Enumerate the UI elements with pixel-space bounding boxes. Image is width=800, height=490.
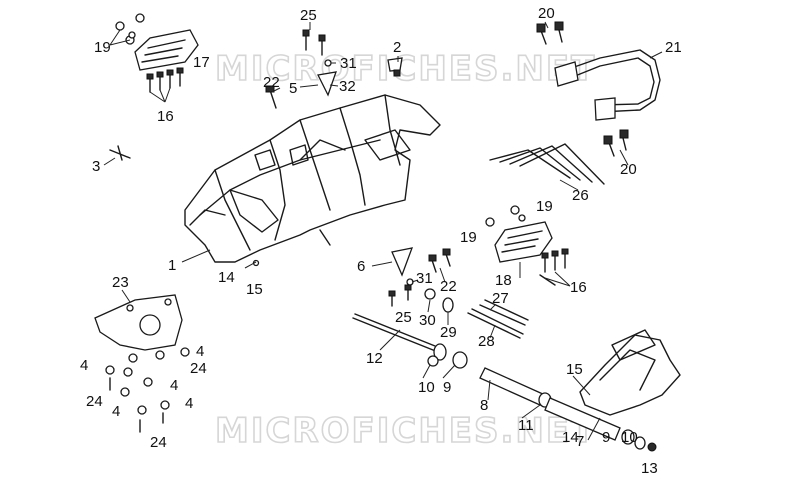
bracket-32: [317, 71, 337, 97]
callout-24c: 24: [150, 434, 167, 451]
callout-12: 12: [366, 350, 383, 367]
callout-30: 30: [419, 312, 436, 329]
footrest-plate-left: [115, 13, 199, 93]
callout-22a: 22: [263, 74, 280, 91]
footrest-plate-right: [485, 205, 569, 286]
callout-22b: 22: [440, 278, 457, 295]
callout-4b: 4: [196, 343, 204, 360]
leader-lines: [103, 21, 663, 441]
bushing-10-left: [427, 355, 439, 367]
pin-3: [109, 145, 131, 161]
callout-19b: 19: [460, 229, 477, 246]
callout-19a: 19: [94, 39, 111, 56]
center-small-parts: [388, 247, 529, 339]
swing-arm-7: [579, 334, 681, 416]
callout-23: 23: [112, 274, 129, 291]
bushing-9-right: [621, 429, 635, 445]
bushing-9-left: [452, 351, 468, 369]
callout-16b: 16: [570, 279, 587, 296]
top-small-parts: [109, 29, 403, 161]
axle-12: [352, 313, 446, 355]
callout-20b: 20: [620, 161, 637, 178]
bushing-10-right: [634, 436, 646, 450]
callout-11: 11: [518, 417, 534, 434]
callout-21: 21: [665, 39, 682, 56]
bracket-6: [391, 247, 414, 277]
callout-4a: 4: [80, 357, 88, 374]
callout-31b: 31: [416, 270, 433, 287]
callout-7: 7: [576, 433, 584, 450]
callout-2: 2: [393, 39, 401, 56]
callout-20a: 20: [538, 5, 555, 22]
callout-6: 6: [357, 258, 365, 275]
callout-24a: 24: [190, 360, 207, 377]
watermark-top: MICROFICHES.NET: [215, 49, 596, 89]
callout-16a: 16: [157, 108, 174, 125]
callout-25a: 25: [300, 7, 317, 24]
callout-18: 18: [495, 272, 512, 289]
callout-15a: 15: [246, 281, 263, 298]
fasteners-4-24: [105, 347, 190, 433]
cover-23: [94, 294, 190, 433]
callout-26: 26: [572, 187, 589, 204]
clip-2: [387, 57, 403, 72]
main-frame: [184, 94, 441, 263]
callout-10b: 10: [621, 429, 638, 446]
watermark-bottom: MICROFICHES.NET: [215, 411, 596, 451]
callout-19c: 19: [536, 198, 553, 215]
swing-arm-assembly: [252, 259, 681, 452]
callout-17: 17: [193, 54, 210, 71]
callout-3: 3: [92, 158, 100, 175]
callout-29: 29: [440, 324, 457, 341]
callout-4e: 4: [185, 395, 193, 412]
callout-15b: 15: [566, 361, 583, 378]
callout-9a: 9: [443, 379, 451, 396]
callout-10a: 10: [418, 379, 435, 396]
callout-24b: 24: [86, 393, 103, 410]
callout-31a: 31: [340, 55, 357, 72]
callout-8: 8: [480, 397, 488, 414]
cable-ties: [489, 143, 605, 185]
callout-28: 28: [478, 333, 495, 350]
callout-4d: 4: [112, 403, 120, 420]
callout-14a: 14: [218, 269, 235, 286]
grab-bar: [536, 21, 661, 157]
callouts: 1 2 3 4 4 4 4 4 5 6 7 8 9 9 10 10 11 12 …: [80, 5, 682, 477]
callout-4c: 4: [170, 377, 178, 394]
nut-13: [647, 442, 657, 452]
callout-1: 1: [168, 257, 176, 274]
callout-25b: 25: [395, 309, 412, 326]
callout-27: 27: [492, 290, 509, 307]
callout-13: 13: [641, 460, 658, 477]
bolts-16-top: [146, 67, 184, 93]
callout-32: 32: [339, 78, 356, 95]
callout-9b: 9: [602, 429, 610, 446]
callout-14b: 14: [562, 429, 579, 446]
callout-5: 5: [289, 80, 297, 97]
